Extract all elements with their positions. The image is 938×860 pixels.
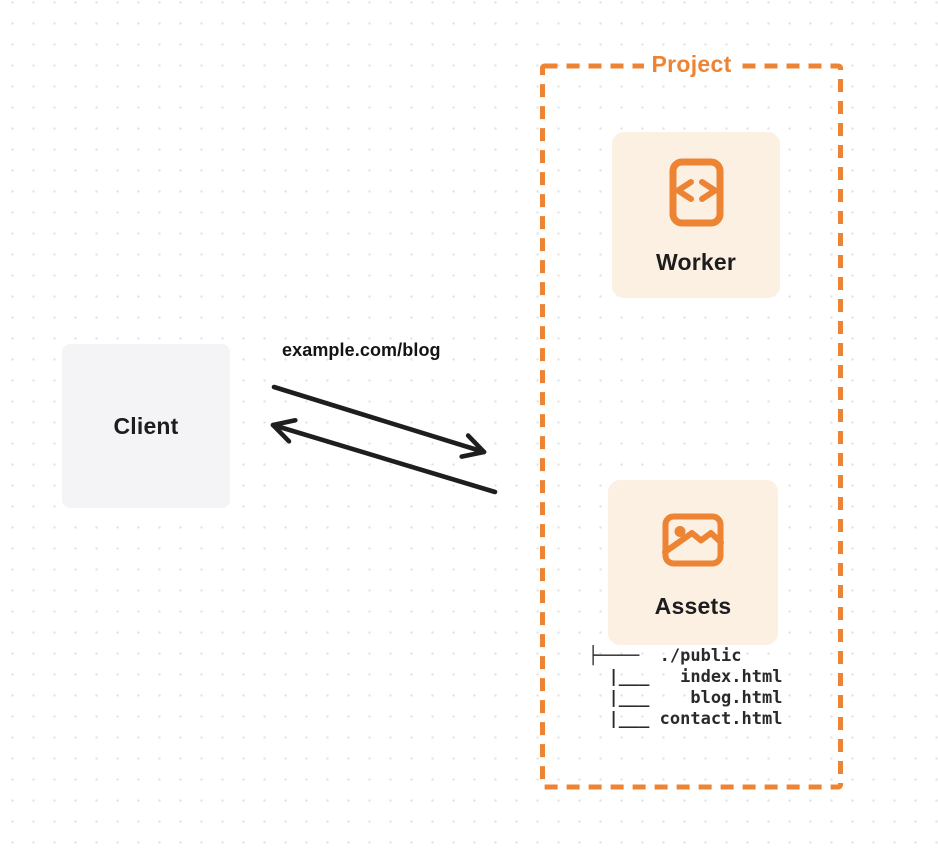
- response-arrow: [270, 417, 498, 495]
- project-label-row: Project: [540, 51, 843, 78]
- assets-node: Assets: [608, 480, 778, 645]
- assets-label: Assets: [654, 593, 732, 619]
- request-arrow: [271, 384, 487, 459]
- arrows-layer: [270, 384, 498, 495]
- image-icon: [662, 513, 724, 567]
- project-label: Project: [644, 51, 739, 78]
- client-label: Client: [113, 412, 179, 439]
- worker-node: Worker: [612, 132, 780, 298]
- client-node: Client: [62, 344, 230, 508]
- assets-file-tree: ├──── ./public |___ index.html |___ blog…: [588, 646, 783, 729]
- request-url-label: example.com/blog: [282, 340, 441, 360]
- worker-label: Worker: [655, 249, 737, 275]
- code-file-icon: [669, 158, 723, 227]
